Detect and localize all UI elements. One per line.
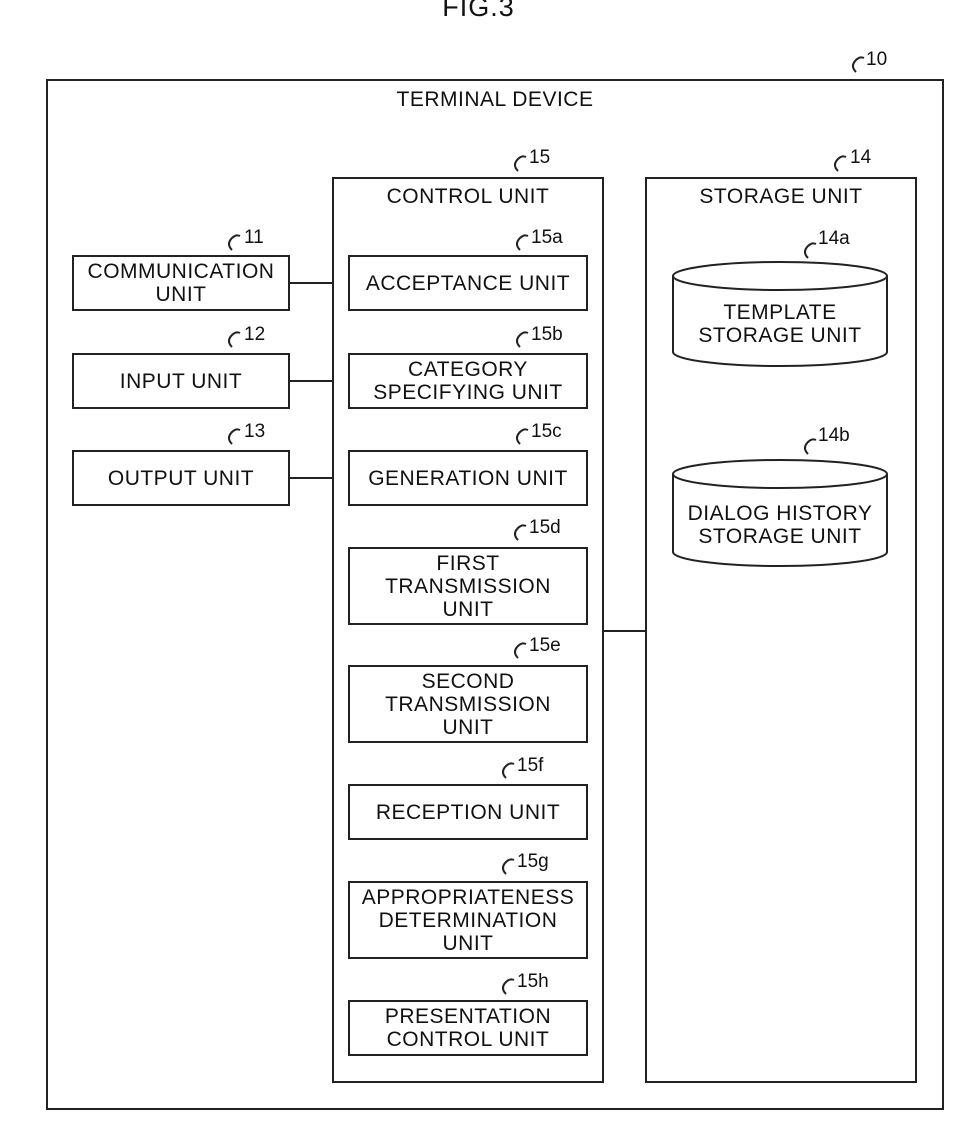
terminal-device-ref: 10 xyxy=(866,50,887,70)
input-unit-label: INPUT UNIT xyxy=(120,370,242,393)
second-transmission-unit-ref: 15e xyxy=(529,636,561,656)
reception-unit-label: RECEPTION UNIT xyxy=(376,801,560,824)
second-transmission-unit-label: SECOND TRANSMISSION UNIT xyxy=(385,670,551,739)
presentation-control-unit-ref: 15h xyxy=(517,972,549,992)
category-specifying-unit-label: CATEGORY SPECIFYING UNIT xyxy=(373,358,563,404)
communication-unit-box: COMMUNICATION UNIT xyxy=(72,255,290,311)
appropriateness-determination-unit-ref: 15g xyxy=(517,852,549,872)
template-storage-unit-label: TEMPLATE STORAGE UNIT xyxy=(673,301,887,347)
first-transmission-unit-ref: 15d xyxy=(529,518,561,538)
generation-unit-box: GENERATION UNIT xyxy=(348,450,588,506)
storage-unit-ref: 14 xyxy=(850,148,871,168)
presentation-control-unit-label: PRESENTATION CONTROL UNIT xyxy=(385,1005,551,1051)
category-specifying-unit-ref: 15b xyxy=(531,325,563,345)
acceptance-unit-ref: 15a xyxy=(531,228,563,248)
storage-unit-label: STORAGE UNIT xyxy=(645,185,917,208)
input-unit-ref: 12 xyxy=(244,325,265,345)
template-storage-unit-ref: 14a xyxy=(818,229,850,249)
second-transmission-unit-box: SECOND TRANSMISSION UNIT xyxy=(348,665,588,743)
dialog-history-storage-unit-ref: 14b xyxy=(818,426,850,446)
output-unit-box: OUTPUT UNIT xyxy=(72,450,290,506)
category-specifying-unit-box: CATEGORY SPECIFYING UNIT xyxy=(348,353,588,409)
acceptance-unit-label: ACCEPTANCE UNIT xyxy=(366,272,570,295)
reception-unit-ref: 15f xyxy=(517,756,543,776)
output-unit-label: OUTPUT UNIT xyxy=(108,467,254,490)
communication-unit-ref: 11 xyxy=(244,228,264,248)
generation-unit-label: GENERATION UNIT xyxy=(368,467,568,490)
acceptance-unit-box: ACCEPTANCE UNIT xyxy=(348,255,588,311)
first-transmission-unit-box: FIRST TRANSMISSION UNIT xyxy=(348,547,588,625)
control-unit-ref: 15 xyxy=(529,148,550,168)
communication-unit-label: COMMUNICATION UNIT xyxy=(88,260,275,306)
presentation-control-unit-box: PRESENTATION CONTROL UNIT xyxy=(348,1000,588,1056)
input-unit-box: INPUT UNIT xyxy=(72,353,290,409)
output-unit-ref: 13 xyxy=(244,422,265,442)
appropriateness-determination-unit-label: APPROPRIATENESS DETERMINATION UNIT xyxy=(362,886,575,955)
first-transmission-unit-label: FIRST TRANSMISSION UNIT xyxy=(385,552,551,621)
reception-unit-box: RECEPTION UNIT xyxy=(348,784,588,840)
appropriateness-determination-unit-box: APPROPRIATENESS DETERMINATION UNIT xyxy=(348,881,588,959)
control-unit-label: CONTROL UNIT xyxy=(332,185,604,208)
dialog-history-storage-unit-label: DIALOG HISTORY STORAGE UNIT xyxy=(673,502,887,548)
generation-unit-ref: 15c xyxy=(531,422,562,442)
figure-title: FIG.3 xyxy=(0,0,957,22)
terminal-device-label: TERMINAL DEVICE xyxy=(46,88,944,111)
